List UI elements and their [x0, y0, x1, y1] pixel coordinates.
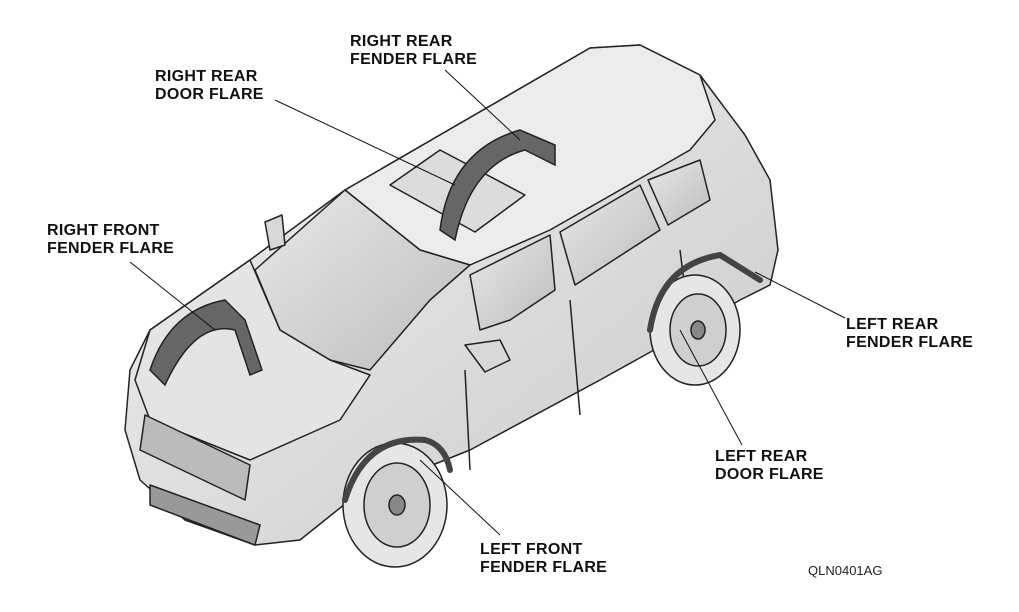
- label-right-rear-fender-flare: RIGHT REAR FENDER FLARE: [350, 33, 477, 69]
- label-left-rear-fender-flare: LEFT REAR FENDER FLARE: [846, 316, 973, 352]
- label-line: RIGHT REAR: [350, 33, 453, 50]
- right-front-fender-flare-part: [149, 299, 263, 387]
- figure-code: QLN0401AG: [808, 563, 883, 578]
- label-line: DOOR FLARE: [155, 86, 264, 103]
- label-right-rear-door-flare: RIGHT REAR DOOR FLARE: [155, 68, 264, 104]
- left-front-fender-flare: [342, 436, 453, 503]
- label-left-rear-door-flare: LEFT REAR DOOR FLARE: [715, 448, 824, 484]
- label-right-front-fender-flare: RIGHT FRONT FENDER FLARE: [47, 222, 174, 258]
- front-left-wheel: [342, 442, 448, 568]
- label-left-front-fender-flare: LEFT FRONT FENDER FLARE: [480, 541, 607, 577]
- label-line: LEFT REAR: [846, 316, 939, 333]
- car-body: [124, 44, 779, 546]
- label-line: FENDER FLARE: [480, 559, 608, 576]
- right-rear-fender-flare-part: [439, 129, 556, 242]
- label-line: LEFT REAR: [715, 448, 808, 465]
- label-line: FENDER FLARE: [846, 334, 974, 351]
- leader-lines: [129, 69, 846, 536]
- label-line: RIGHT REAR: [155, 68, 258, 85]
- label-line: RIGHT FRONT: [47, 222, 160, 239]
- label-line: FENDER FLARE: [350, 51, 478, 68]
- label-line: FENDER FLARE: [47, 240, 175, 257]
- rear-left-wheel: [649, 274, 741, 386]
- label-line: LEFT FRONT: [480, 541, 583, 558]
- left-rear-fender-flare: [647, 251, 763, 333]
- label-line: DOOR FLARE: [715, 466, 824, 483]
